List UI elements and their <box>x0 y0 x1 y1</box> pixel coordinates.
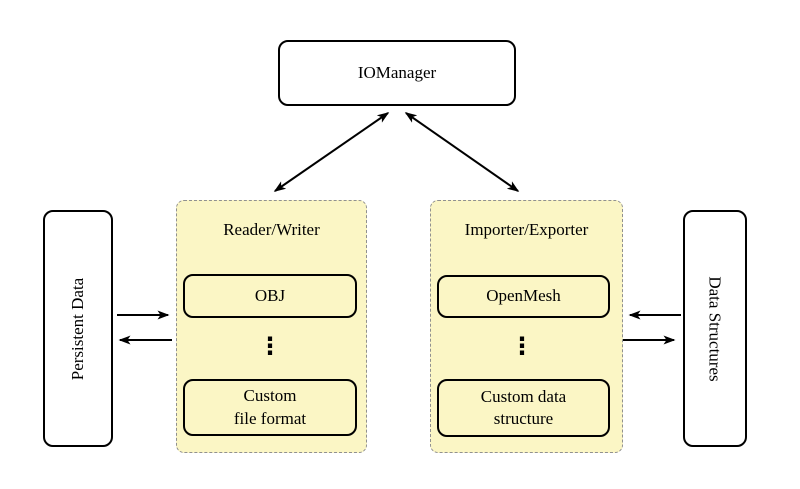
persistent-data-label: Persistent Data <box>68 277 88 380</box>
obj-label: OBJ <box>254 285 286 305</box>
data-structures-node: Data Structures <box>683 210 747 447</box>
iomanager-label: IOManager <box>357 63 437 82</box>
custom-data-structure-line1: Custom data <box>480 386 567 406</box>
importer-exporter-ellipsis: ⋮ <box>510 332 534 360</box>
iomanager-node: IOManager <box>278 40 516 106</box>
openmesh-node: OpenMesh <box>437 275 610 318</box>
arrow-iomanager-readerwriter <box>273 112 390 192</box>
reader-writer-title: Reader/Writer <box>223 220 320 239</box>
obj-node: OBJ <box>183 274 357 318</box>
arrow-iomanager-importerexporter <box>404 112 520 192</box>
reader-writer-ellipsis: ⋮ <box>258 332 282 360</box>
custom-data-structure-line2: structure <box>493 409 554 428</box>
custom-data-structure-node: Custom data structure <box>437 379 610 437</box>
custom-file-format-line1: Custom <box>243 386 297 406</box>
importer-exporter-title: Importer/Exporter <box>464 220 589 239</box>
custom-file-format-node: Custom file format <box>183 379 357 436</box>
openmesh-label: OpenMesh <box>486 286 561 306</box>
data-structures-label: Data Structures <box>706 275 725 382</box>
custom-file-format-line2: file format <box>233 408 307 428</box>
persistent-data-node: Persistent Data <box>43 210 113 447</box>
